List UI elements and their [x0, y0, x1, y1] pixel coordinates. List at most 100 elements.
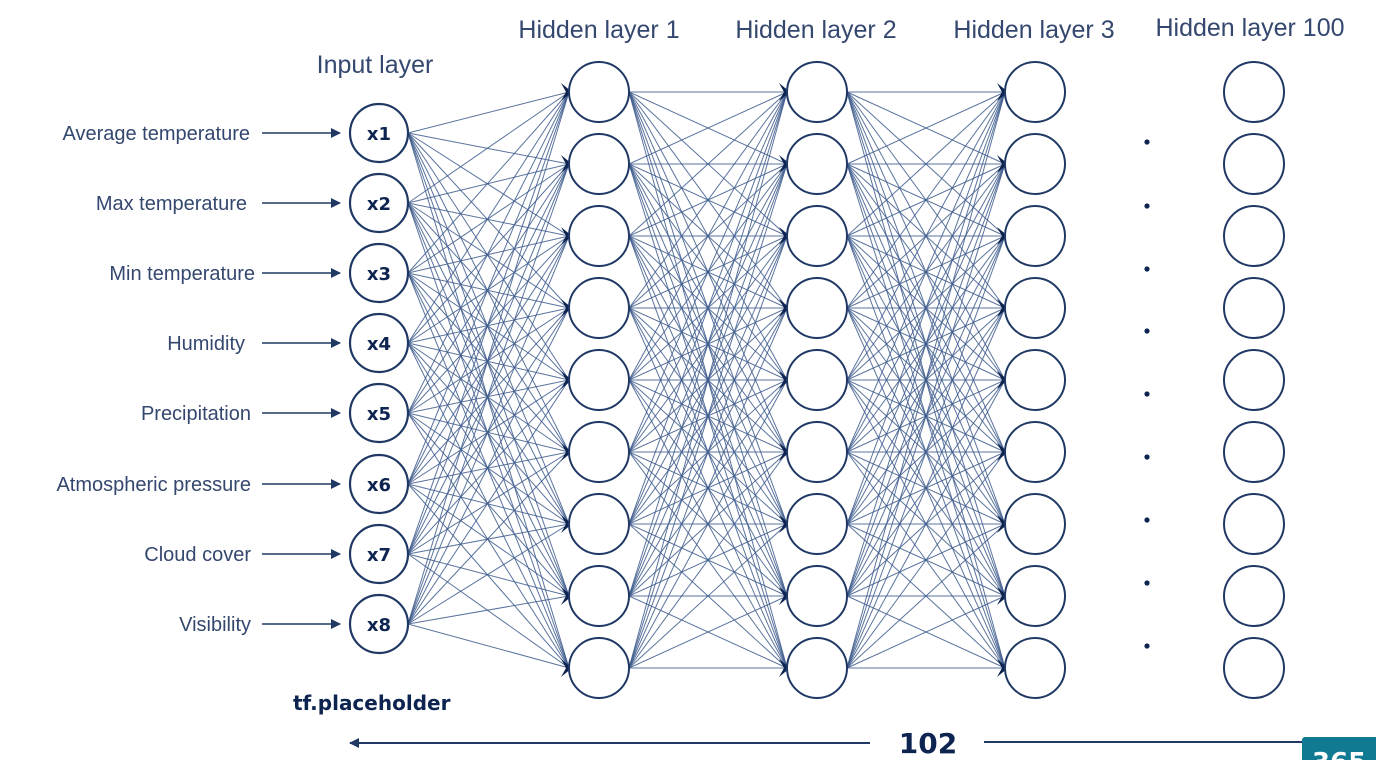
connection-edge	[628, 163, 788, 669]
connection-edge	[628, 91, 788, 453]
connection-edge	[628, 379, 788, 669]
connection-edge	[407, 272, 570, 525]
incoming-arrowhead	[561, 155, 572, 173]
connection-edge	[407, 235, 570, 274]
incoming-arrowhead	[779, 155, 790, 173]
ellipsis-dot	[1144, 203, 1150, 209]
input-node-labels: x1 x2 x3 x4 x5 x6 x7 x8	[367, 124, 391, 636]
hidden-node-layer-3	[1004, 565, 1066, 627]
connection-edge	[407, 483, 570, 669]
brand-badge-background	[1302, 737, 1376, 760]
incoming-arrowhead	[997, 587, 1008, 605]
hidden-node-layer-100	[1223, 61, 1285, 123]
hidden-node-layer-100	[1223, 277, 1285, 339]
hidden-layer-3-title: Hidden layer 3	[953, 16, 1114, 44]
input-label: Cloud cover	[144, 544, 251, 566]
connection-edge	[407, 523, 570, 555]
connection-edge	[628, 91, 788, 309]
brand-badge-text: 365	[1312, 748, 1366, 760]
connection-edge	[846, 91, 1006, 453]
ellipsis-dot	[1144, 328, 1150, 334]
incoming-arrowhead	[779, 371, 790, 389]
connection-edge	[407, 202, 570, 453]
input-node-label: x1	[367, 124, 391, 145]
connection-edge	[407, 342, 570, 381]
brand-badge: 365	[1302, 737, 1376, 760]
incoming-arrowhead	[561, 299, 572, 317]
hidden-node-layer-1	[568, 421, 630, 483]
connection-edge	[846, 595, 1006, 669]
ellipsis-dot	[1144, 391, 1150, 397]
nodes	[348, 61, 1285, 699]
input-label: Atmospheric pressure	[56, 474, 251, 496]
input-node	[348, 172, 410, 234]
incoming-arrowhead	[997, 155, 1008, 173]
input-node-label: x2	[367, 194, 391, 215]
connection-edge	[628, 91, 788, 237]
input-label: Precipitation	[141, 403, 251, 425]
connection-edge	[407, 202, 570, 525]
connections	[407, 83, 1008, 677]
hidden-node-layer-100	[1223, 133, 1285, 195]
incoming-arrowhead	[561, 515, 572, 533]
connection-edge	[407, 235, 570, 625]
connection-edge	[628, 91, 788, 381]
connection-edge	[407, 272, 570, 597]
input-node	[348, 312, 410, 374]
hidden-node-layer-1	[568, 277, 630, 339]
hidden-node-layer-3	[1004, 61, 1066, 123]
connection-edge	[846, 235, 1006, 669]
incoming-arrowhead	[561, 227, 572, 245]
connection-edge	[628, 91, 788, 525]
hidden-node-layer-2	[786, 133, 848, 195]
hidden-node-layer-2	[786, 421, 848, 483]
tf-placeholder-label: tf.placeholder	[293, 691, 451, 715]
hidden-node-layer-2	[786, 349, 848, 411]
ellipsis-dots	[1144, 139, 1150, 649]
hidden-node-layer-1	[568, 349, 630, 411]
input-label: Min temperature	[109, 263, 255, 285]
connection-edge	[407, 91, 570, 134]
connection-edge	[628, 451, 788, 669]
connection-edge	[846, 91, 1006, 165]
hidden-node-layer-3	[1004, 277, 1066, 339]
connection-edge	[407, 379, 570, 625]
hidden-node-layer-3	[1004, 421, 1066, 483]
connection-edge	[846, 91, 1006, 525]
connection-edge	[407, 342, 570, 453]
incoming-arrowhead	[561, 371, 572, 389]
connection-edge	[628, 235, 788, 669]
connection-edge	[407, 553, 570, 669]
incoming-arrowhead	[779, 299, 790, 317]
connection-edge	[407, 202, 570, 309]
connection-edge	[407, 451, 570, 625]
hidden-node-layer-2	[786, 637, 848, 699]
connection-edge	[407, 91, 570, 625]
input-node-label: x7	[367, 545, 391, 566]
incoming-arrowhead	[997, 227, 1008, 245]
connection-edge	[407, 202, 570, 597]
input-label: Humidity	[167, 333, 245, 355]
incoming-arrowhead	[997, 515, 1008, 533]
connection-edge	[407, 451, 570, 485]
connection-edge	[407, 202, 570, 237]
input-node	[348, 242, 410, 304]
input-labels: Average temperature Max temperature Min …	[56, 123, 255, 636]
connection-edge	[846, 91, 1006, 669]
connection-edge	[407, 91, 570, 414]
input-node-label: x5	[367, 404, 391, 425]
incoming-arrowhead	[779, 443, 790, 461]
input-node	[348, 523, 410, 585]
hidden-layer-1-title: Hidden layer 1	[518, 16, 679, 44]
layer-count-label: 102	[899, 727, 957, 760]
hidden-node-layer-2	[786, 493, 848, 555]
input-label: Max temperature	[96, 193, 247, 215]
input-node	[348, 593, 410, 655]
incoming-arrowhead	[561, 443, 572, 461]
connection-edge	[407, 307, 570, 625]
incoming-arrowhead	[779, 587, 790, 605]
connection-edge	[407, 272, 570, 309]
ellipsis-dot	[1144, 139, 1150, 145]
connection-edge	[407, 379, 570, 485]
